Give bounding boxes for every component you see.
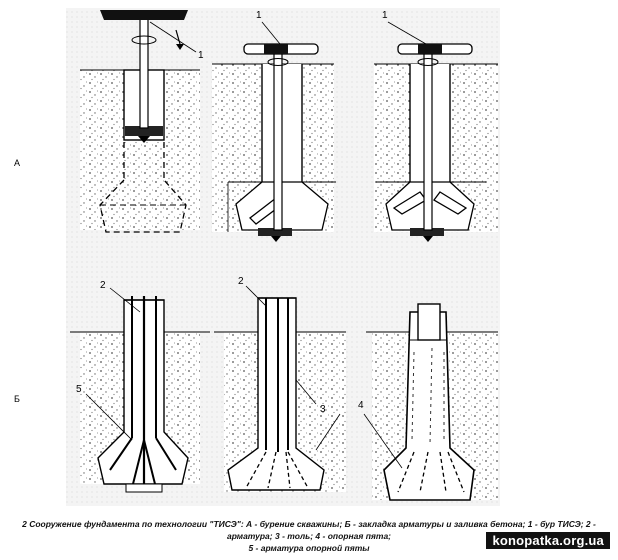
diagram-a3: 1	[374, 10, 498, 242]
diagram-b1: 2 5	[70, 280, 210, 493]
callout-a2: 1	[256, 10, 262, 21]
site-watermark[interactable]: konopatka.org.ua	[486, 532, 610, 549]
caption-line-2: арматура; 3 - толь; 4 - опорная пята;	[226, 531, 392, 541]
caption-line-1: 2 Сооружение фундамента по технологии "Т…	[22, 519, 596, 529]
callout-b4: 3	[320, 404, 326, 415]
row-label-b: Б	[14, 394, 20, 404]
callout-a1: 1	[198, 50, 204, 61]
row-label-a: А	[14, 158, 21, 168]
caption-line-3: 5 - арматура опорной пяты	[248, 543, 370, 553]
figure-caption: 2 Сооружение фундамента по технологии "Т…	[0, 518, 618, 554]
callout-b5: 4	[358, 400, 364, 411]
callout-b3: 5	[76, 384, 82, 395]
diagram-b2: 2 3	[214, 276, 346, 492]
callout-b2: 2	[238, 276, 244, 287]
diagram-a1: 1	[80, 10, 204, 233]
callout-a3: 1	[382, 10, 388, 21]
callout-b1: 2	[100, 280, 106, 291]
diagram-a2: 1	[212, 10, 336, 242]
diagram-b3: 4	[315, 303, 498, 501]
